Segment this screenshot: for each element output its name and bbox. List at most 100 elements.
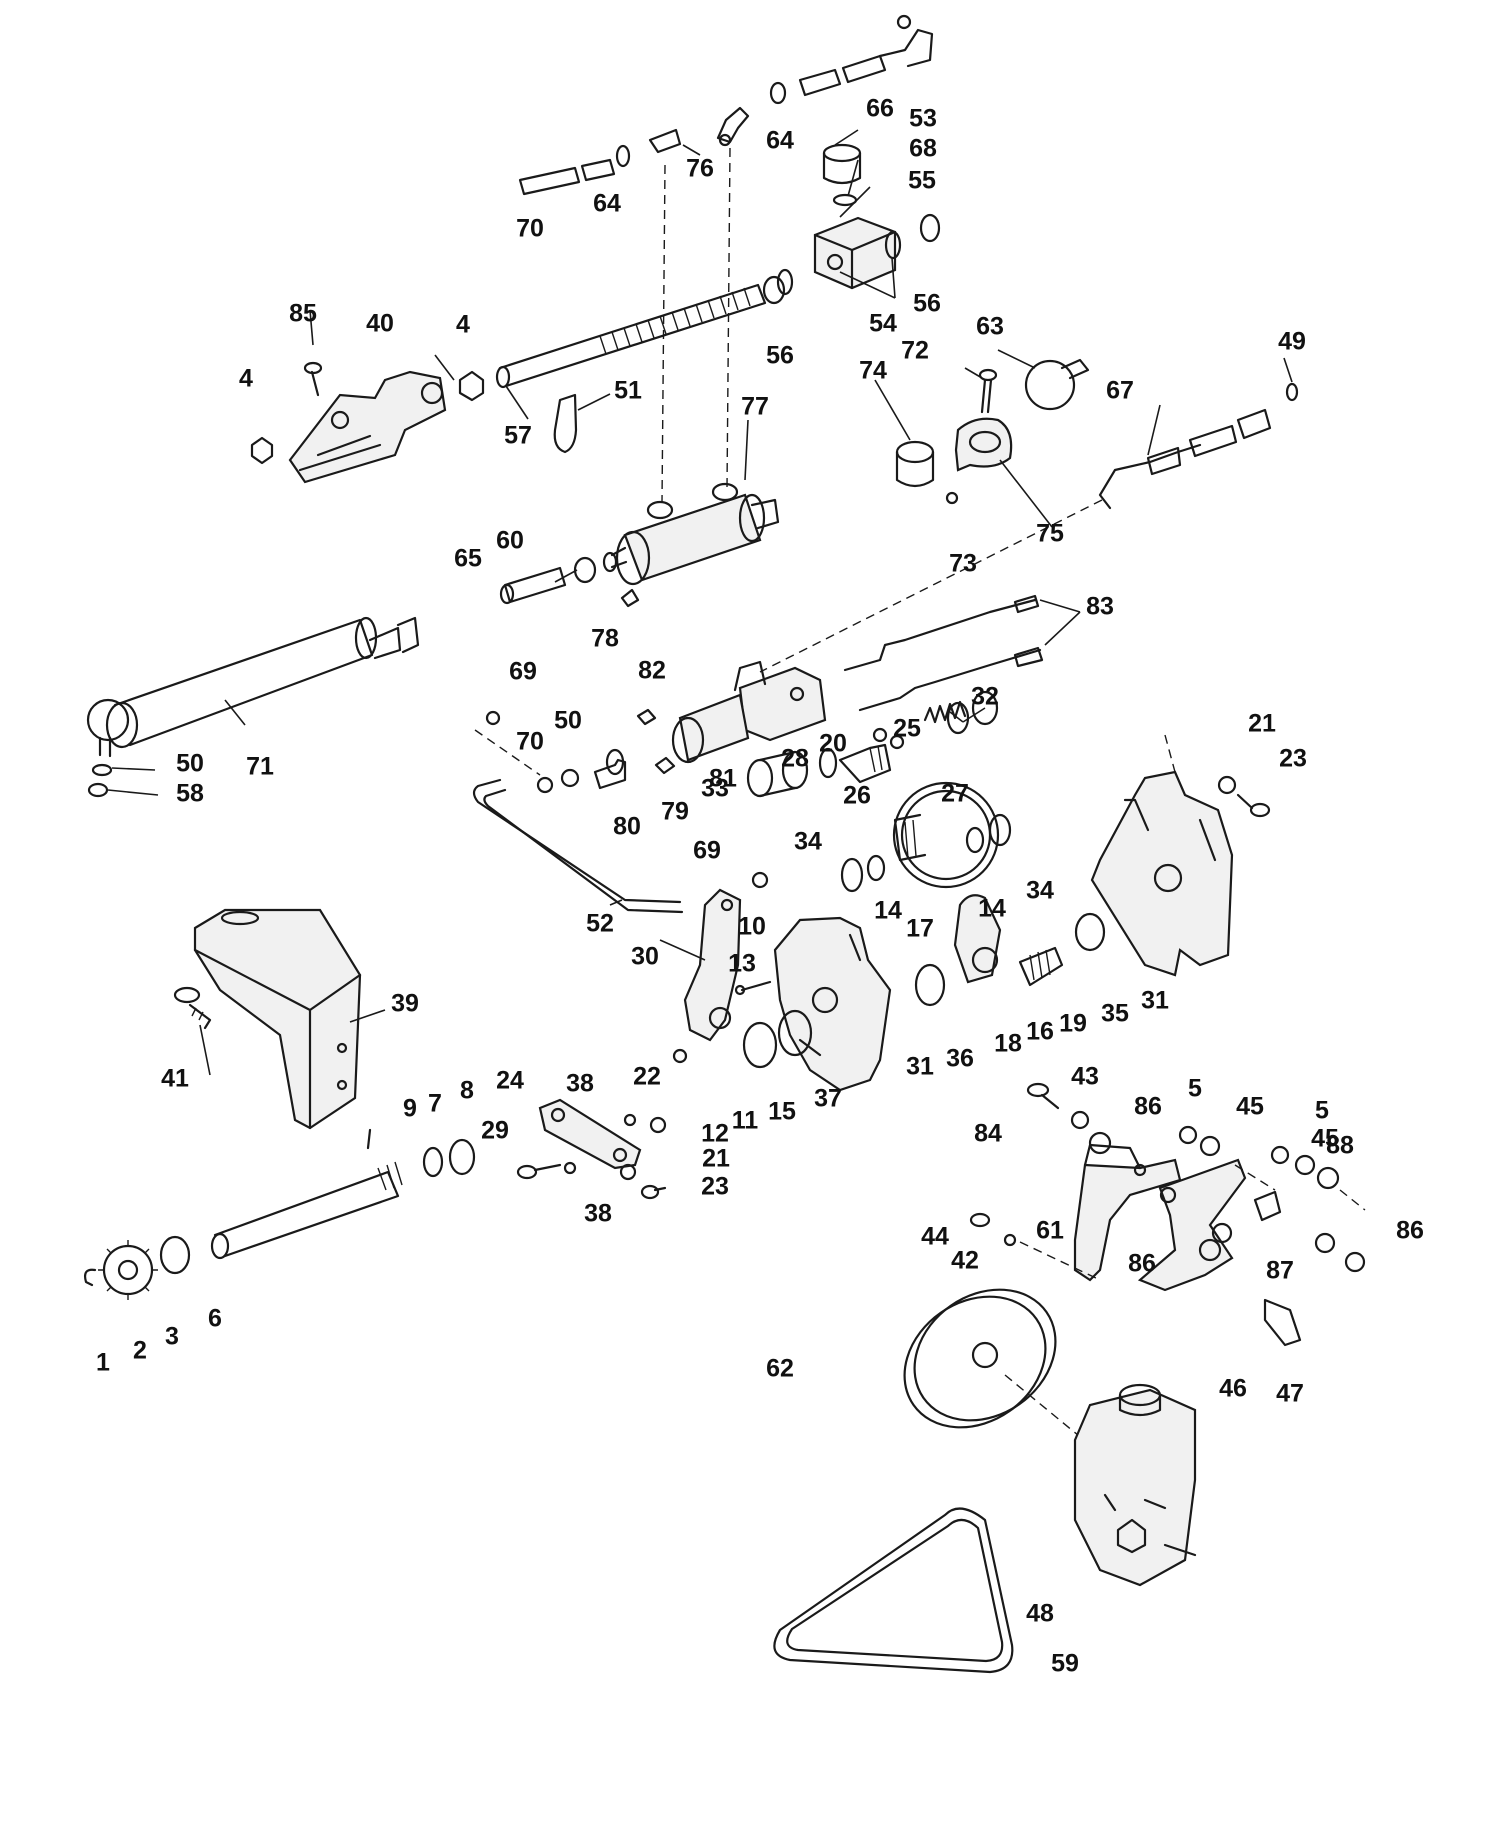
callout-39: 39 (391, 990, 419, 1018)
nut-58 (87, 782, 109, 798)
callout-85: 85 (289, 300, 317, 328)
dashed-guide-lines-top (661, 147, 1103, 673)
callout-84: 84 (974, 1120, 1002, 1148)
callout-50a: 50 (554, 707, 582, 735)
bolt-84 (1026, 1082, 1060, 1110)
callout-63: 63 (976, 313, 1004, 341)
callout-55: 55 (908, 167, 936, 195)
callout-67: 67 (1106, 377, 1134, 405)
callout-42: 42 (951, 1247, 979, 1275)
callout-73: 73 (949, 550, 977, 578)
callout-40: 40 (366, 310, 394, 338)
power-cylinder-71 (86, 616, 420, 758)
callout-10: 10 (738, 913, 766, 941)
arm-30 (683, 888, 742, 1042)
callout-2: 2 (133, 1337, 147, 1365)
bracket-40 (288, 361, 447, 484)
callout-1: 1 (96, 1349, 110, 1377)
valve-block-55 (813, 216, 897, 290)
callout-68: 68 (909, 135, 937, 163)
callout-4a: 4 (239, 365, 253, 393)
callout-56b: 56 (766, 342, 794, 370)
callout-61: 61 (1036, 1217, 1064, 1245)
nut-88 (1316, 1166, 1340, 1190)
callout-15: 15 (768, 1098, 796, 1126)
threaded-rod-57 (495, 283, 767, 389)
callout-72: 72 (901, 337, 929, 365)
callout-86a: 86 (1134, 1093, 1162, 1121)
callout-60: 60 (496, 527, 524, 555)
bushing-35 (1074, 912, 1106, 952)
callout-54: 54 (869, 310, 897, 338)
callout-86b: 86 (1128, 1250, 1156, 1278)
nut-86-top (1088, 1131, 1112, 1155)
gear-2 (98, 1240, 158, 1300)
bolt-41 (173, 986, 212, 1030)
callout-23a: 23 (1279, 745, 1307, 773)
callout-44: 44 (921, 1223, 949, 1251)
callout-75: 75 (1036, 520, 1064, 548)
callout-27: 27 (941, 780, 969, 808)
seals-15-37-36 (742, 963, 946, 1069)
nut-22 (649, 1116, 667, 1134)
callout-46: 46 (1219, 1375, 1247, 1403)
clamp-75 (954, 417, 1013, 472)
callout-11: 11 (732, 1107, 759, 1135)
bolt-29 (516, 1163, 562, 1180)
shaft-6 (210, 1161, 403, 1260)
dashed-guide-lines-lower (1019, 1164, 1366, 1281)
callout-74: 74 (859, 357, 887, 385)
callout-70b: 70 (516, 728, 544, 756)
callout-7: 7 (428, 1090, 442, 1118)
callout-17: 17 (906, 915, 934, 943)
fitting-49 (1285, 382, 1299, 402)
pipe-52 (472, 729, 684, 914)
callout-13: 13 (728, 950, 756, 978)
callout-79: 79 (661, 798, 689, 826)
callout-38b: 38 (584, 1200, 612, 1228)
callout-18: 18 (994, 1030, 1022, 1058)
seal-8 (448, 1138, 476, 1176)
seal-28 (818, 747, 838, 779)
callout-16: 16 (1026, 1018, 1054, 1046)
nuts-54-56-right (762, 213, 941, 305)
callout-4b: 4 (456, 311, 470, 339)
nuts-86-right (1211, 1222, 1366, 1273)
bolt-44 (969, 1212, 991, 1228)
washer-70-mid (536, 776, 554, 794)
callout-47: 47 (1276, 1380, 1304, 1408)
fitting-82 (636, 708, 657, 726)
control-valve-81 (671, 660, 827, 764)
rings-25-26 (872, 727, 905, 750)
bushing-33 (746, 750, 809, 798)
callout-22: 22 (633, 1063, 661, 1091)
clamp-64-top (769, 81, 787, 105)
belt-59 (773, 1507, 1014, 1674)
callout-87: 87 (1266, 1257, 1294, 1285)
callout-31b: 31 (906, 1053, 934, 1081)
callout-69b: 69 (693, 837, 721, 865)
washer-7 (422, 1146, 444, 1178)
fitting-80 (593, 748, 627, 790)
fitting-79 (654, 756, 676, 775)
callout-23b: 23 (701, 1173, 729, 1201)
callout-32: 32 (971, 683, 999, 711)
nut-43 (1070, 1110, 1090, 1130)
callout-31a: 31 (1141, 987, 1169, 1015)
callout-12: 12 (701, 1120, 729, 1148)
spring-27 (923, 700, 967, 724)
callout-38a: 38 (566, 1070, 594, 1098)
callout-37: 37 (814, 1085, 842, 1113)
callout-69a: 69 (509, 658, 537, 686)
callout-65: 65 (454, 545, 482, 573)
callout-20: 20 (819, 730, 847, 758)
callout-35: 35 (1101, 1000, 1129, 1028)
bolt-72 (978, 368, 998, 414)
nut-69-mid (751, 871, 769, 889)
roller-74 (895, 440, 935, 488)
pump-reservoir-48 (1073, 1383, 1197, 1587)
callout-26: 26 (843, 782, 871, 810)
callout-25: 25 (893, 715, 921, 743)
control-valve-cylinder-77 (602, 482, 780, 586)
hose-65 (499, 556, 597, 605)
